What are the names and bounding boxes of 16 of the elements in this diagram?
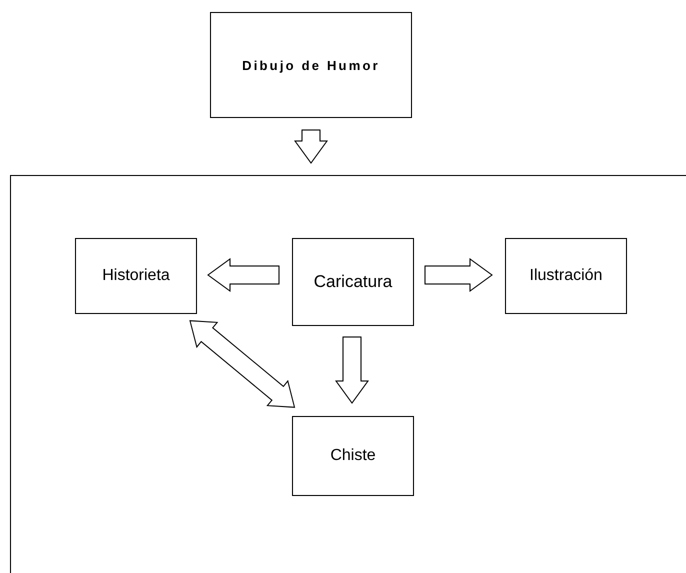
node-label: Dibujo de Humor xyxy=(242,58,380,72)
hollow-arrow xyxy=(294,130,328,164)
process-box xyxy=(292,416,414,496)
node-label: Ilustración xyxy=(530,267,602,285)
hollow-arrow xyxy=(189,320,296,408)
frame-box xyxy=(10,175,686,573)
node-label: Caricatura xyxy=(314,272,392,292)
process-box xyxy=(75,238,197,314)
node-label: Chiste xyxy=(330,447,376,465)
node-label: Historieta xyxy=(102,267,170,285)
process-box xyxy=(292,238,414,326)
hollow-arrow xyxy=(207,258,280,292)
hollow-arrow xyxy=(424,258,493,292)
process-box xyxy=(210,12,412,118)
process-box xyxy=(505,238,627,314)
hollow-arrow xyxy=(335,336,369,404)
